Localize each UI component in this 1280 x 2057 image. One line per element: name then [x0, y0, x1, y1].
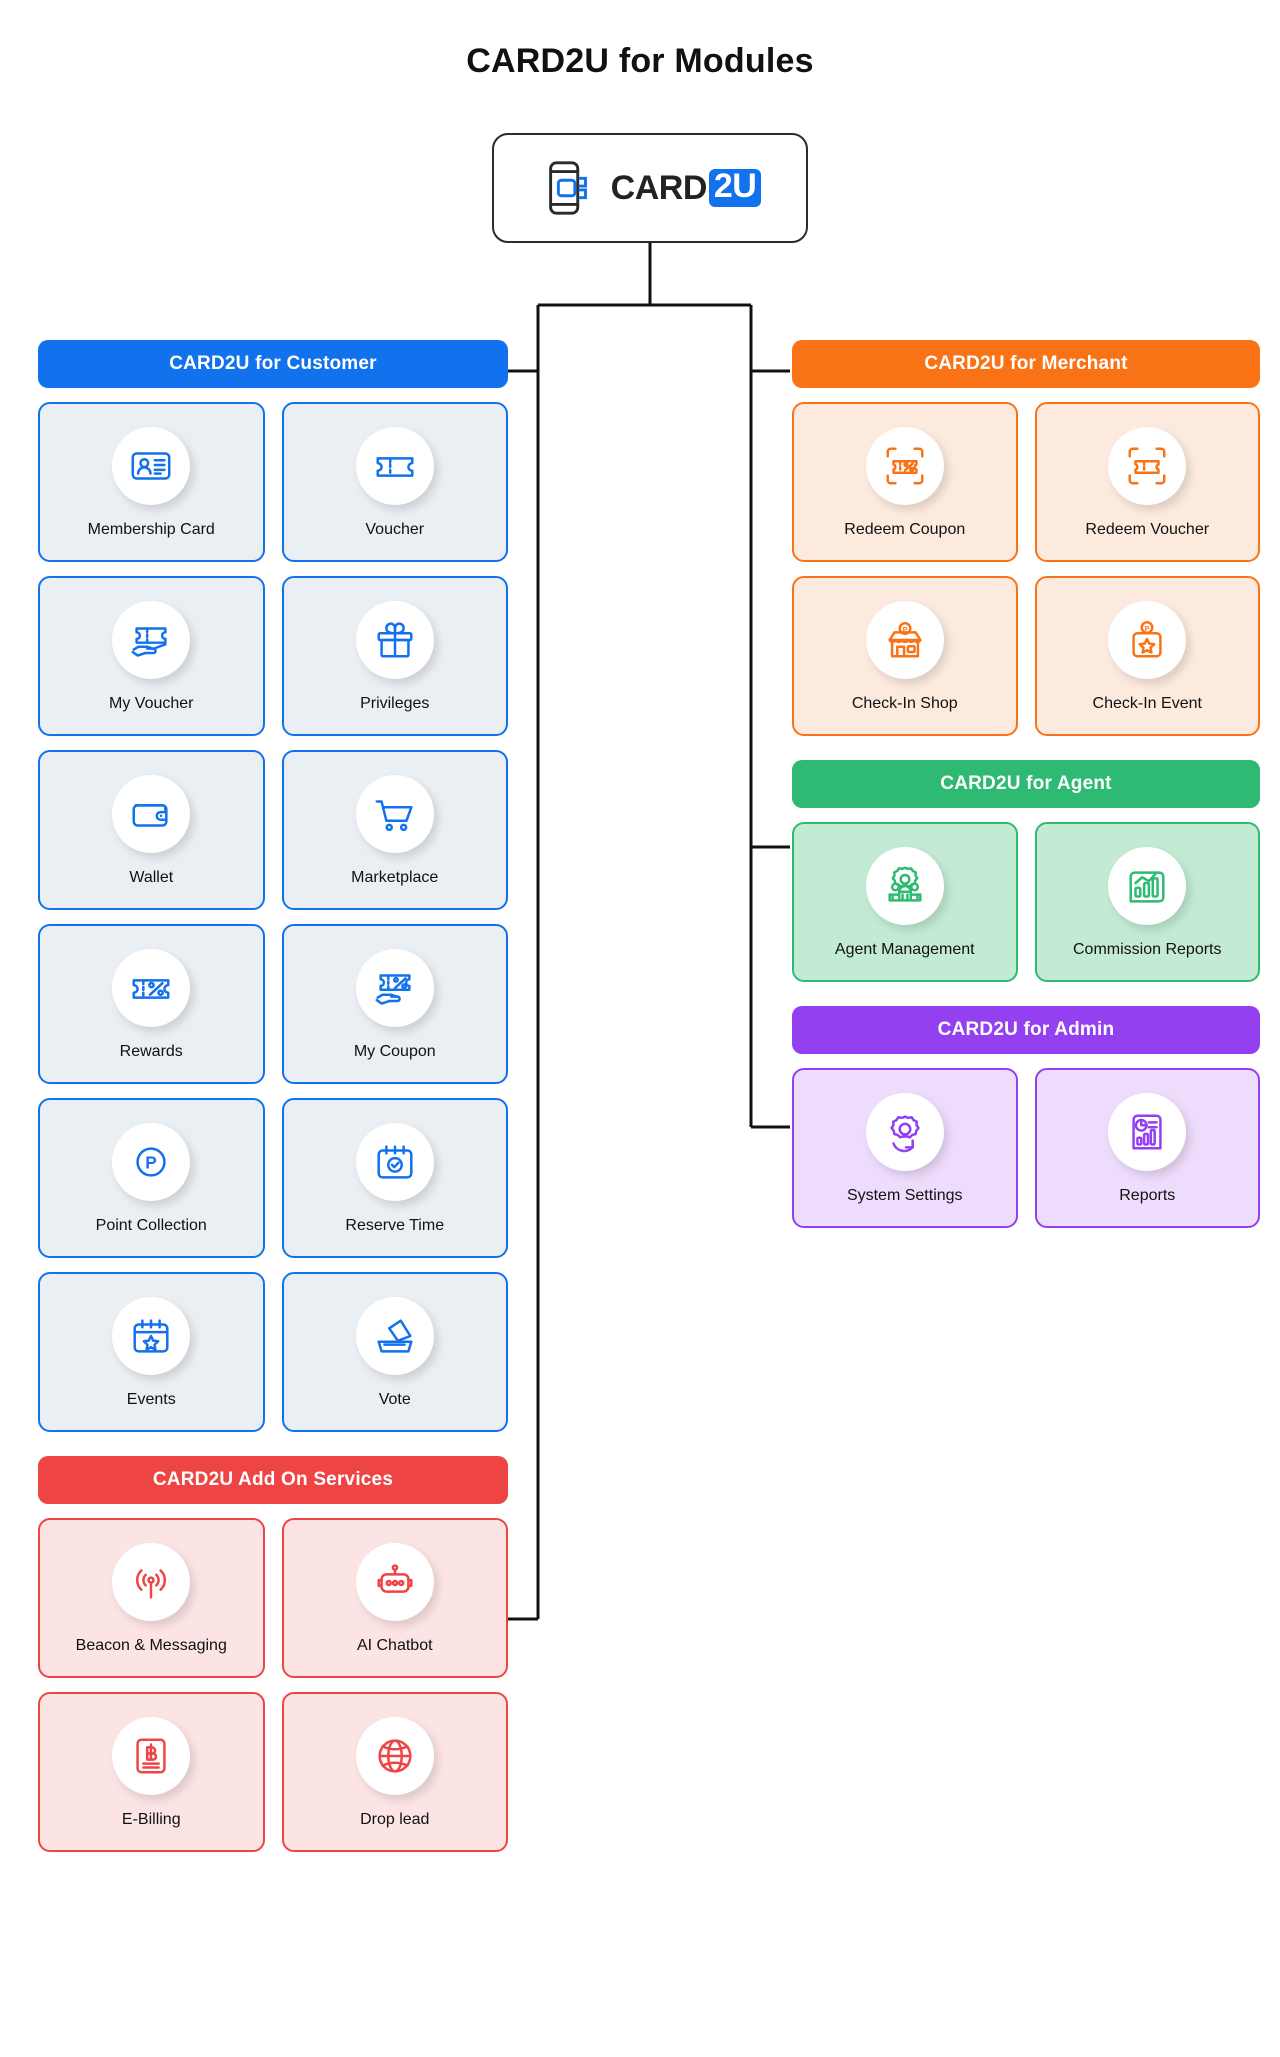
invoice-baht-icon — [112, 1716, 191, 1795]
card-beacon-messaging[interactable]: Beacon & Messaging — [38, 1518, 265, 1678]
card-label: Rewards — [119, 1042, 183, 1060]
card-label: System Settings — [846, 1186, 963, 1204]
card-label: Beacon & Messaging — [75, 1636, 227, 1654]
robot-icon — [355, 1542, 434, 1621]
customer-card-grid: Membership Card Voucher — [38, 402, 508, 1432]
card-label: Reserve Time — [345, 1216, 445, 1234]
admin-card-grid: System Settings Reports — [792, 1068, 1260, 1228]
card-check-in-event[interactable]: P Check-In Event — [1034, 576, 1260, 736]
gear-settings-icon — [865, 1092, 944, 1171]
card-rewards[interactable]: Rewards — [38, 924, 265, 1084]
card-label: Marketplace — [351, 868, 439, 886]
card-my-voucher[interactable]: My Voucher — [38, 576, 265, 736]
globe-icon — [355, 1716, 434, 1795]
beacon-signal-icon — [112, 1542, 191, 1621]
card-label: E-Billing — [121, 1810, 181, 1828]
merchant-card-grid: Redeem Coupon Redeem Voucher — [792, 402, 1260, 736]
id-card-icon — [112, 426, 191, 505]
card-label: Check-In Shop — [851, 694, 958, 712]
people-gear-icon — [865, 846, 944, 925]
card-label: Redeem Voucher — [1085, 520, 1210, 538]
card-my-coupon[interactable]: My Coupon — [281, 924, 508, 1084]
svg-text:P: P — [145, 1153, 157, 1173]
card-commission-reports[interactable]: Commission Reports — [1034, 822, 1260, 982]
card-redeem-coupon[interactable]: Redeem Coupon — [792, 402, 1018, 562]
card-ai-chatbot[interactable]: AI Chatbot — [281, 1518, 508, 1678]
calendar-check-icon — [355, 1122, 434, 1201]
page-title: CARD2U for Modules — [466, 42, 814, 80]
card-vote[interactable]: Vote — [281, 1272, 508, 1432]
section-header-addon: CARD2U Add On Services — [38, 1456, 508, 1504]
card-drop-lead[interactable]: Drop lead — [281, 1692, 508, 1852]
card-label: AI Chatbot — [356, 1636, 433, 1654]
shopping-cart-icon — [355, 774, 434, 853]
gift-icon — [355, 600, 434, 679]
section-header-customer: CARD2U for Customer — [38, 340, 508, 388]
badge-star-point-icon: P — [1108, 600, 1187, 679]
card-label: Wallet — [129, 868, 174, 886]
card-label: Check-In Event — [1092, 694, 1202, 712]
card-check-in-shop[interactable]: P Check-In Shop — [792, 576, 1018, 736]
scan-coupon-icon — [865, 426, 944, 505]
shop-point-icon: P — [865, 600, 944, 679]
bar-chart-report-icon — [1108, 846, 1187, 925]
card-reports[interactable]: Reports — [1034, 1068, 1260, 1228]
card-privileges[interactable]: Privileges — [281, 576, 508, 736]
card-label: Membership Card — [87, 520, 215, 538]
card-label: Vote — [378, 1390, 411, 1408]
card-label: My Voucher — [109, 694, 194, 712]
card-e-billing[interactable]: E-Billing — [38, 1692, 265, 1852]
card-point-collection[interactable]: P Point Collection — [38, 1098, 265, 1258]
agent-card-grid: Agent Management Commission Reports — [792, 822, 1260, 982]
card-system-settings[interactable]: System Settings — [792, 1068, 1018, 1228]
card-membership-card[interactable]: Membership Card — [38, 402, 265, 562]
card-events[interactable]: Events — [38, 1272, 265, 1432]
card-agent-management[interactable]: Agent Management — [792, 822, 1018, 982]
card-label: Point Collection — [95, 1216, 207, 1234]
left-column: CARD2U for Customer Membership Card — [38, 340, 508, 1852]
wallet-icon — [112, 774, 191, 853]
right-column: CARD2U for Merchant R — [792, 340, 1260, 1228]
ticket-icon — [355, 426, 434, 505]
coupon-in-hand-icon — [355, 948, 434, 1027]
card-label: Privileges — [360, 694, 430, 712]
card-label: Redeem Coupon — [844, 520, 966, 538]
svg-text:P: P — [902, 626, 907, 634]
ticket-in-hand-icon — [112, 600, 191, 679]
card-label: Commission Reports — [1073, 940, 1222, 958]
card-label: Events — [126, 1390, 176, 1408]
section-header-merchant: CARD2U for Merchant — [792, 340, 1260, 388]
card-label: Drop lead — [360, 1810, 430, 1828]
card-wallet[interactable]: Wallet — [38, 750, 265, 910]
scan-voucher-icon — [1108, 426, 1187, 505]
discount-ticket-icon — [112, 948, 191, 1027]
card-marketplace[interactable]: Marketplace — [281, 750, 508, 910]
calendar-star-icon — [112, 1296, 191, 1375]
card-label: Voucher — [365, 520, 425, 538]
ballot-box-icon — [355, 1296, 434, 1375]
card-redeem-voucher[interactable]: Redeem Voucher — [1034, 402, 1260, 562]
addon-card-grid: Beacon & Messaging AI Chatbot — [38, 1518, 508, 1852]
phone-card-logo-icon — [539, 157, 601, 219]
card-label: Agent Management — [834, 940, 975, 958]
card-voucher[interactable]: Voucher — [281, 402, 508, 562]
point-circle-icon: P — [112, 1122, 191, 1201]
card-label: My Coupon — [353, 1042, 436, 1060]
section-header-agent: CARD2U for Agent — [792, 760, 1260, 808]
brand-suffix: 2U — [708, 168, 762, 207]
svg-text:P: P — [1145, 625, 1150, 633]
brand-prefix: CARD — [610, 168, 708, 207]
section-header-admin: CARD2U for Admin — [792, 1006, 1260, 1054]
card-reserve-time[interactable]: Reserve Time — [281, 1098, 508, 1258]
card-label: Reports — [1119, 1186, 1176, 1204]
chart-document-icon — [1108, 1092, 1187, 1171]
